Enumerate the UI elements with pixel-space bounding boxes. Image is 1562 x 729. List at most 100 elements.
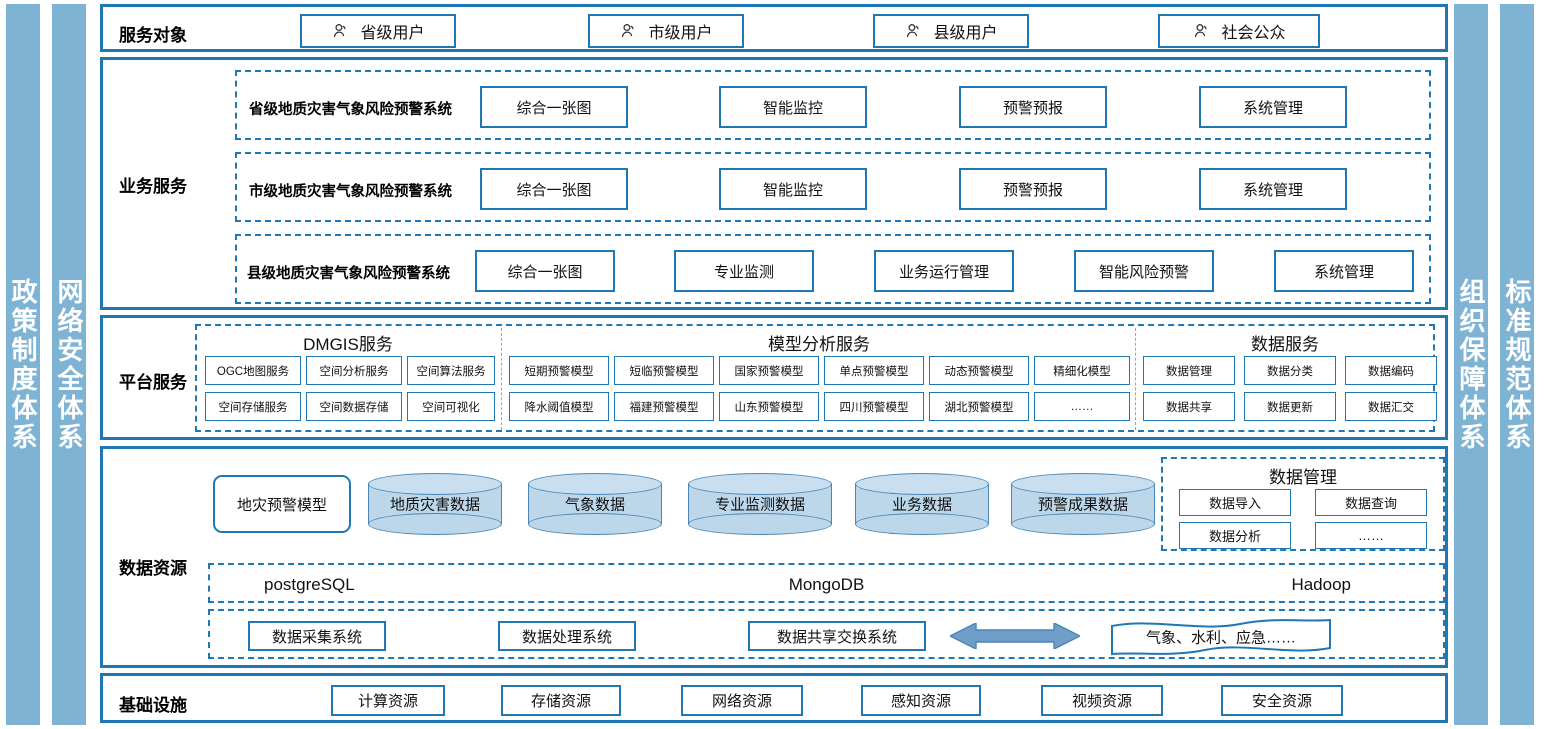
platform-item[interactable]: OGC地图服务 [205,356,301,385]
sidebar-standard-system: 标准规范体系 [1500,4,1534,725]
platform-item[interactable]: …… [1034,392,1130,421]
platform-item[interactable]: 空间数据存储 [306,392,402,421]
platform-item[interactable]: 四川预警模型 [824,392,924,421]
infrastructure-item-storage[interactable]: 存储资源 [501,685,621,716]
infrastructure-item-video[interactable]: 视频资源 [1041,685,1163,716]
platform-service-container: DMGIS服务 OGC地图服务 空间分析服务 空间算法服务 空间存储服务 空间数… [195,324,1437,432]
cylinder-top [855,473,989,495]
business-system-name: 省级地质灾害气象风险预警系统 [249,102,452,118]
business-system-name: 市级地质灾害气象风险预警系统 [249,184,452,200]
service-object-label: 县级用户 [933,25,998,42]
disaster-warning-model-box[interactable]: 地灾预警模型 [213,475,351,533]
data-management-item[interactable]: 数据导入 [1179,489,1291,516]
platform-item[interactable]: 短期预警模型 [509,356,609,385]
platform-item[interactable]: 国家预警模型 [719,356,819,385]
business-row-city: 市级地质灾害气象风险预警系统 综合一张图 智能监控 预警预报 系统管理 [235,152,1431,222]
data-cylinder-warning-results[interactable]: 预警成果数据 [1011,473,1155,535]
external-departments-box[interactable]: 气象、水利、应急…… [1110,616,1332,658]
cylinder-bottom [1011,513,1155,535]
sidebar-network-security-system: 网络安全体系 [52,4,86,725]
service-objects-label: 服务对象 [119,26,187,45]
business-module[interactable]: 预警预报 [959,168,1107,210]
business-module[interactable]: 智能监控 [719,86,867,128]
data-system-collection[interactable]: 数据采集系统 [248,621,386,651]
business-module[interactable]: 专业监测 [674,250,814,292]
cylinder-label: 专业监测数据 [714,496,805,514]
business-module[interactable]: 业务运行管理 [874,250,1014,292]
business-module[interactable]: 系统管理 [1274,250,1414,292]
cylinder-label: 地质灾害数据 [389,496,480,514]
person-icon [904,22,923,41]
infrastructure-item-compute[interactable]: 计算资源 [331,685,445,716]
business-service-band: 业务服务 省级地质灾害气象风险预警系统 综合一张图 智能监控 预警预报 系统管理… [100,57,1448,310]
infrastructure-label: 基础设施 [119,696,187,715]
service-object-label: 社会公众 [1221,25,1286,42]
data-cylinder-professional-monitoring[interactable]: 专业监测数据 [688,473,832,535]
business-module[interactable]: 智能风险预警 [1074,250,1214,292]
cylinder-bottom [688,513,832,535]
data-system-sharing-exchange[interactable]: 数据共享交换系统 [748,621,926,651]
sidebar-organization-system: 组织保障体系 [1454,4,1488,725]
platform-group-title: 模型分析服务 [768,335,870,354]
person-icon [619,22,638,41]
platform-item[interactable]: 降水阈值模型 [509,392,609,421]
platform-item[interactable]: 数据更新 [1244,392,1336,421]
platform-item[interactable]: 空间算法服务 [407,356,495,385]
data-system-processing[interactable]: 数据处理系统 [498,621,636,651]
infrastructure-item-sensing[interactable]: 感知资源 [861,685,981,716]
platform-item[interactable]: 空间分析服务 [306,356,402,385]
data-resource-band: 数据资源 地灾预警模型 地质灾害数据 气象数据 专业监测数据 业务数据 [100,446,1448,668]
platform-divider [1135,328,1136,430]
platform-item[interactable]: 湖北预警模型 [929,392,1029,421]
cylinder-top [528,473,662,495]
service-object-province[interactable]: 省级用户 [300,14,456,48]
database-mongodb: MongoDB [788,575,865,594]
infrastructure-item-network[interactable]: 网络资源 [681,685,803,716]
data-cylinder-geological[interactable]: 地质灾害数据 [368,473,502,535]
service-object-label: 市级用户 [648,25,713,42]
cylinder-top [368,473,502,495]
service-object-public[interactable]: 社会公众 [1158,14,1320,48]
infrastructure-band: 基础设施 计算资源 存储资源 网络资源 感知资源 视频资源 安全资源 [100,673,1448,723]
person-icon [1192,22,1211,41]
data-cylinder-meteorological[interactable]: 气象数据 [528,473,662,535]
infrastructure-item-security[interactable]: 安全资源 [1221,685,1343,716]
platform-group-title: 数据服务 [1251,335,1319,354]
data-resource-label: 数据资源 [119,559,187,578]
business-module[interactable]: 预警预报 [959,86,1107,128]
platform-divider [501,328,502,430]
service-object-city[interactable]: 市级用户 [588,14,744,48]
business-module[interactable]: 智能监控 [719,168,867,210]
business-module[interactable]: 综合一张图 [475,250,615,292]
cylinder-top [1011,473,1155,495]
business-module[interactable]: 系统管理 [1199,168,1347,210]
platform-item[interactable]: 山东预警模型 [719,392,819,421]
data-management-item[interactable]: 数据分析 [1179,522,1291,549]
data-cylinder-business[interactable]: 业务数据 [855,473,989,535]
platform-item[interactable]: 空间可视化 [407,392,495,421]
database-row: postgreSQL MongoDB Hadoop [208,563,1445,603]
database-hadoop: Hadoop [1291,575,1351,594]
business-module[interactable]: 综合一张图 [480,86,628,128]
platform-item[interactable]: 数据汇交 [1345,392,1437,421]
external-departments-label: 气象、水利、应急…… [1145,629,1296,647]
data-management-title: 数据管理 [1269,468,1337,487]
cylinder-label: 预警成果数据 [1037,496,1128,514]
platform-item[interactable]: 短临预警模型 [614,356,714,385]
platform-item[interactable]: 数据共享 [1143,392,1235,421]
data-management-item[interactable]: …… [1315,522,1427,549]
platform-item[interactable]: 空间存储服务 [205,392,301,421]
service-object-county[interactable]: 县级用户 [873,14,1029,48]
platform-item[interactable]: 福建预警模型 [614,392,714,421]
platform-item[interactable]: 单点预警模型 [824,356,924,385]
business-module[interactable]: 系统管理 [1199,86,1347,128]
platform-item[interactable]: 数据管理 [1143,356,1235,385]
data-management-item[interactable]: 数据查询 [1315,489,1427,516]
platform-item[interactable]: 动态预警模型 [929,356,1029,385]
cylinder-bottom [368,513,502,535]
data-management-group: 数据管理 数据导入 数据查询 数据分析 …… [1161,457,1445,551]
business-module[interactable]: 综合一张图 [480,168,628,210]
platform-item[interactable]: 数据编码 [1345,356,1437,385]
platform-item[interactable]: 精细化模型 [1034,356,1130,385]
platform-item[interactable]: 数据分类 [1244,356,1336,385]
